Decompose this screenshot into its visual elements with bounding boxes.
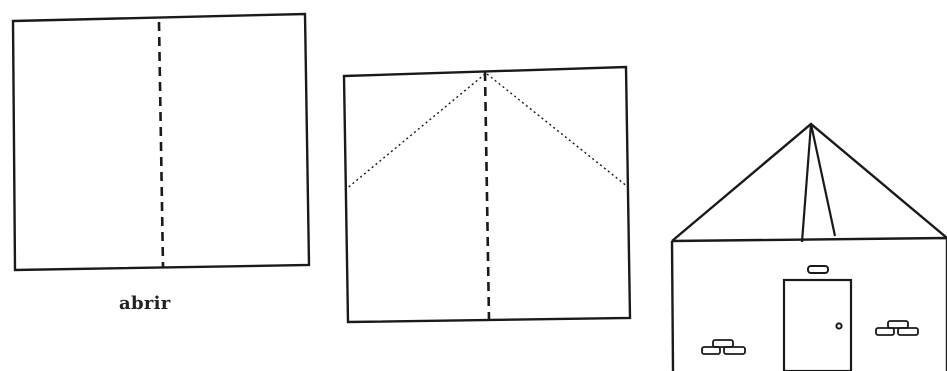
right-diagonal-fold-line [487,74,628,187]
left-diagonal-fold-line [345,74,485,190]
wall-outline [672,238,947,371]
step-3-finished-house [672,124,947,371]
center-fold-line [159,22,163,267]
door-knob [836,323,841,328]
left-brick-pile [702,340,745,354]
center-fold-line [485,72,489,320]
right-brick-pile [876,321,918,335]
step-1-square-sheet [13,14,309,270]
step-2-folded-sheet [344,67,630,322]
step-1-caption: abrir [119,293,171,314]
roof-ridge-left [802,124,811,242]
door-sign [808,266,828,273]
